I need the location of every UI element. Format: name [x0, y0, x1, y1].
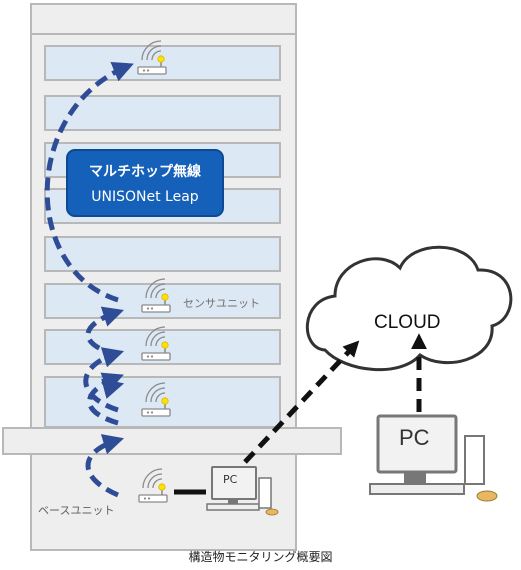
pc-large-label: PC: [399, 425, 430, 450]
pc-small-label: PC: [223, 473, 238, 486]
cloud-links: [243, 333, 428, 464]
figure-caption: 構造物モニタリング概要図: [188, 550, 333, 564]
multihop-badge: マルチホップ無線 UNISONet Leap: [66, 149, 224, 217]
base-unit-label: ベースユニット: [38, 504, 115, 517]
multihop-arrows: [44, 61, 134, 498]
desktop-pc-icon: [206, 466, 279, 516]
building: [2, 3, 342, 551]
badge-title: マルチホップ無線: [89, 164, 201, 180]
cloud-icon: [305, 245, 513, 372]
badge-product: UNISONet Leap: [91, 189, 199, 205]
desktop-pc-icon: [369, 414, 498, 502]
cloud-label: CLOUD: [374, 312, 441, 333]
sensor-unit-label: センサユニット: [183, 297, 260, 310]
